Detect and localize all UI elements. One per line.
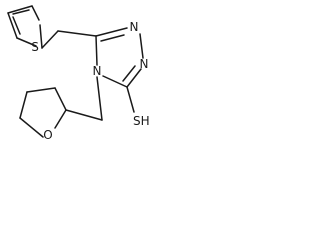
bond-thf-o-c5 (19, 117, 44, 138)
bond-thf-c3-c2 (54, 87, 67, 111)
atom-n4-triazole: N (93, 64, 102, 78)
bond-thiophene-c5-c4-double (12, 9, 30, 15)
bond-thiophene-c5-c4 (39, 24, 43, 49)
molecule-structure: S N N N O SH (7, 5, 150, 142)
thf-ring (19, 87, 67, 138)
bond-triazole-c5-n4 (102, 75, 128, 88)
bond-thf-c4-c3 (26, 87, 56, 93)
thiophene-ring (7, 5, 59, 49)
bond-thf-c2-o (54, 109, 67, 129)
bond-thf-c5-c4 (19, 91, 28, 119)
bond-triazole-c3-n2 (95, 27, 128, 37)
bond-thiophene-c2-s (16, 37, 37, 47)
bond-thiophene-s-c5 (41, 30, 59, 49)
bond-ch2-thf (65, 109, 103, 121)
atom-o-thf: O (43, 128, 52, 142)
atom-n-triazole-bottom: N (140, 57, 149, 71)
bond-thiophene-triazole (57, 30, 97, 37)
bond-triazole-n4-c3 (95, 35, 98, 66)
bond-triazole-c3-n2-double (100, 34, 125, 42)
bond-thiophene-c3-c2-double (12, 16, 21, 35)
bond-triazole-n2-n1 (139, 33, 144, 59)
bond-thiophene-c3-c2 (7, 12, 18, 39)
bond-triazole-sh (126, 86, 135, 113)
bond-triazole-n1-c5 (126, 68, 142, 88)
bond-n4-ch2 (96, 76, 103, 121)
atom-s-thiophene: S (31, 40, 39, 54)
bond-triazole-n1-c5-double (122, 65, 136, 82)
triazole-ring (95, 27, 144, 88)
atom-n-triazole-top: N (130, 20, 139, 34)
bond-thiophene-c5-c4-inner (31, 5, 40, 21)
bond-thiophene-c4-c3 (7, 5, 33, 14)
atom-sh: SH (133, 114, 150, 128)
